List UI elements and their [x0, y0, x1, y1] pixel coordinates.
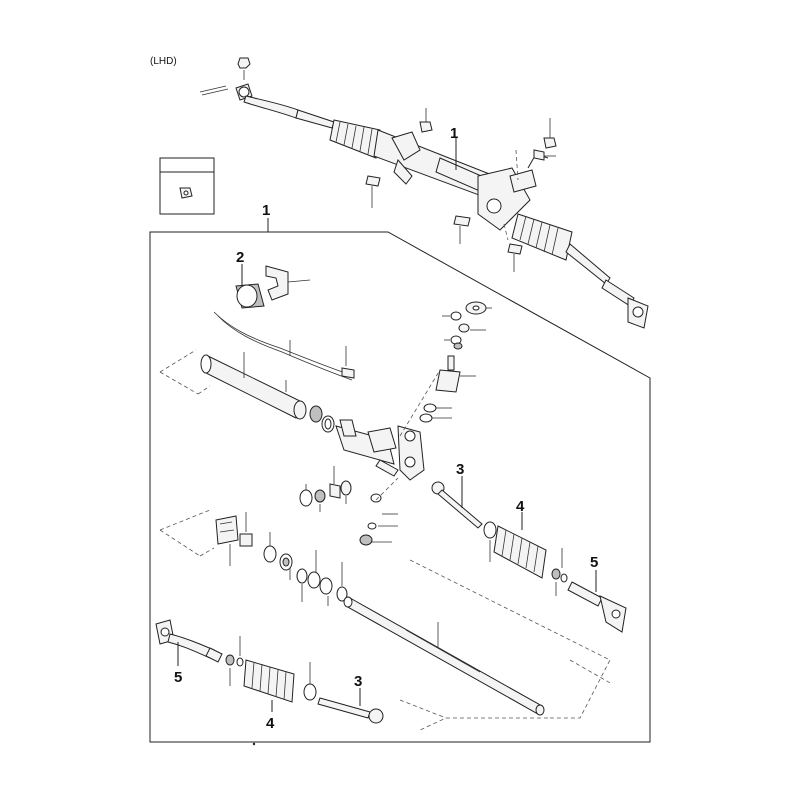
callout-5-left: 5: [174, 669, 182, 686]
fasteners-top: [365, 108, 557, 272]
rack-bushings-left: [215, 512, 348, 606]
steering-gear-assembly-overview: [199, 57, 649, 329]
housing-seals: [309, 405, 335, 433]
boot-left: [243, 659, 317, 712]
pressure-pipes: [213, 311, 355, 381]
tie-rod-end-right: [551, 548, 627, 633]
right-boot-top: [511, 213, 573, 261]
nut-inset-box: [159, 157, 215, 215]
callout-3-right: 3: [456, 461, 464, 478]
callout-1-box: 1: [262, 202, 270, 219]
exploded-view-frame: [149, 231, 651, 743]
tie-rod-end-left: [155, 619, 244, 686]
pinion-parts-stack: [419, 301, 492, 423]
inner-tie-rod-left: [317, 688, 384, 724]
left-tie-rod-end-top: [199, 57, 299, 119]
callout-1-top: 1: [450, 125, 458, 142]
boot-right: [483, 512, 547, 579]
right-tie-rod-end-top: [601, 279, 649, 329]
inner-tie-rod-right: [431, 476, 483, 529]
steering-rack: [343, 596, 545, 716]
callout-2: 2: [236, 249, 244, 266]
left-boot-top: [329, 119, 381, 159]
rack-housing-tube: [200, 352, 307, 420]
callout-4-right: 4: [516, 498, 525, 515]
callout-3-left: 3: [354, 673, 362, 690]
adjuster-parts: [299, 466, 352, 512]
valve-body-top: [477, 153, 549, 231]
variant-label: (LHD): [150, 56, 177, 67]
callout-4-left: 4: [266, 715, 275, 732]
gear-valve-housing: [335, 369, 441, 481]
callout-5-right: 5: [590, 554, 598, 571]
yoke-parts: [359, 477, 399, 546]
bracket-group: [235, 264, 311, 309]
